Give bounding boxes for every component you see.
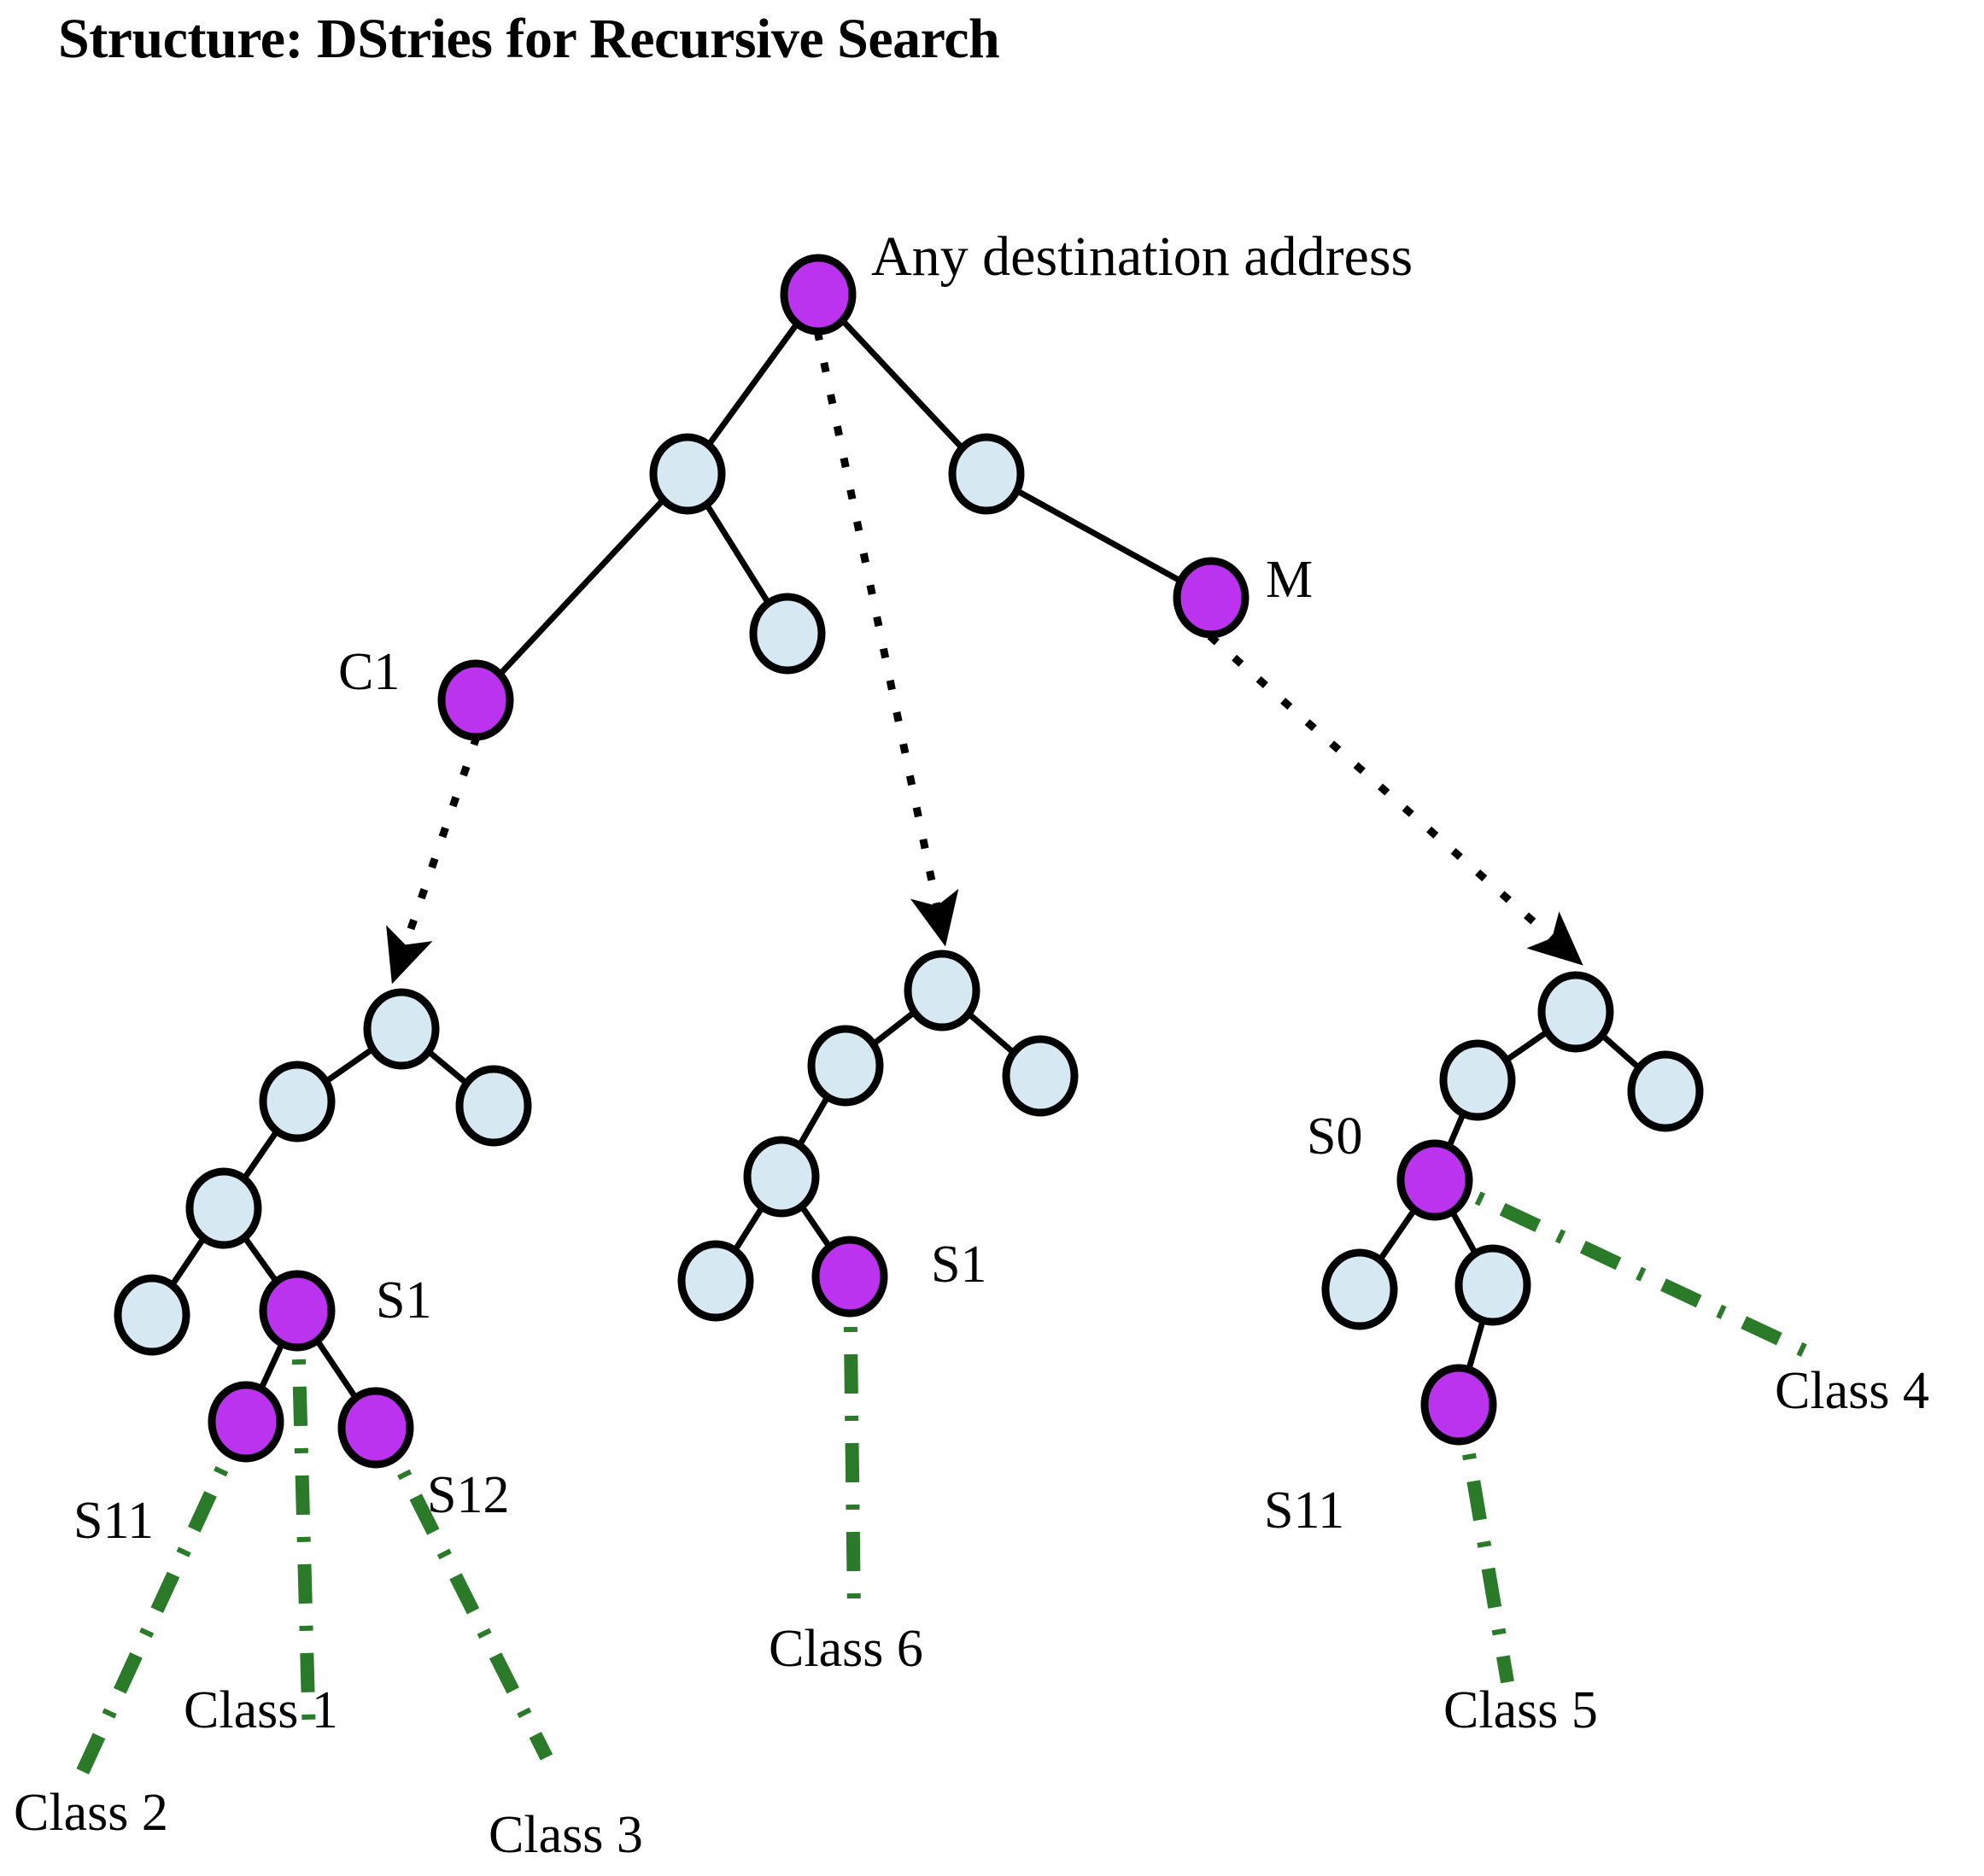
node-right-r2[interactable] [1627,1050,1704,1132]
class-line-2 [72,1410,255,1784]
node-left-l4[interactable] [114,1274,190,1356]
label-class-5: Class 5 [1443,1681,1598,1739]
node-left-l1[interactable] [259,1061,336,1143]
node-m[interactable] [1173,557,1250,639]
node-mid-m3[interactable] [743,1136,820,1218]
class-line-6 [843,1265,861,1615]
node-top-right[interactable] [948,433,1025,515]
top-tree-nodes [437,254,1250,741]
node-right-sub-root[interactable] [1537,971,1614,1053]
node-root-any-destination-address[interactable] [780,254,857,336]
node-top-left-right[interactable] [749,593,826,675]
label-c1: C1 [338,643,401,701]
label-left-s1: S1 [376,1271,432,1330]
label-mid-s1: S1 [931,1236,987,1294]
node-mid-sub-root[interactable] [904,950,980,1032]
dotted-arrow-m-to-right-subtree [1207,633,1583,966]
dotted-arrow-c1-to-left-subtree [386,734,481,985]
node-mid-m2[interactable] [1002,1035,1079,1117]
label-left-s12: S12 [427,1466,510,1524]
right-subtree-class-lines [1419,1165,1810,1684]
node-left-l2[interactable] [455,1065,532,1147]
node-c1[interactable] [437,659,514,741]
right-subtree-nodes [1321,971,1704,1446]
node-right-r1[interactable] [1439,1039,1516,1121]
dotted-arrow-root-to-mid-subtree [813,330,959,947]
edge-root-to-right [816,292,989,476]
node-left-s11[interactable] [208,1381,284,1463]
edge-right-to-m [985,470,1213,601]
mid-subtree-nodes [677,950,1079,1322]
label-right-s0: S0 [1307,1107,1363,1166]
node-right-r4[interactable] [1321,1248,1398,1330]
label-left-s11: S11 [73,1492,155,1550]
node-left-l3[interactable] [185,1167,262,1249]
label-class-4: Class 4 [1775,1362,1929,1420]
class-line-3 [369,1414,553,1761]
label-class-1: Class 1 [184,1681,338,1739]
node-mid-m4[interactable] [677,1240,754,1322]
label-right-s11: S11 [1264,1482,1345,1540]
class-line-4 [1419,1165,1810,1359]
node-top-left[interactable] [649,433,726,515]
node-right-s11[interactable] [1420,1364,1497,1446]
page-title: Structure: DStries for Recursive Search [58,8,1000,70]
label-class-2: Class 2 [14,1784,168,1842]
label-m: M [1266,551,1314,609]
node-mid-m1[interactable] [807,1025,884,1107]
node-right-s0[interactable] [1396,1139,1473,1221]
top-tree-edges [473,292,1213,703]
class-line-5 [1452,1392,1514,1684]
node-right-r5[interactable] [1454,1244,1531,1326]
node-left-s1[interactable] [259,1270,336,1352]
left-subtree-nodes [114,988,532,1469]
label-class-6: Class 6 [769,1620,923,1678]
class-line-1 [290,1297,316,1739]
left-subtree-class-lines [72,1297,553,1784]
mid-subtree-class-lines [843,1265,861,1615]
label-root-any-destination-address: Any destination address [871,225,1413,288]
node-left-sub-root[interactable] [363,988,440,1070]
node-mid-s1[interactable] [811,1236,888,1318]
mid-subtree-edges [713,988,1043,1283]
label-class-3: Class 3 [489,1806,643,1864]
edge-left-to-c1 [473,471,690,703]
dotted-recursion-arrows [386,330,1583,985]
node-left-s12[interactable] [337,1387,414,1469]
